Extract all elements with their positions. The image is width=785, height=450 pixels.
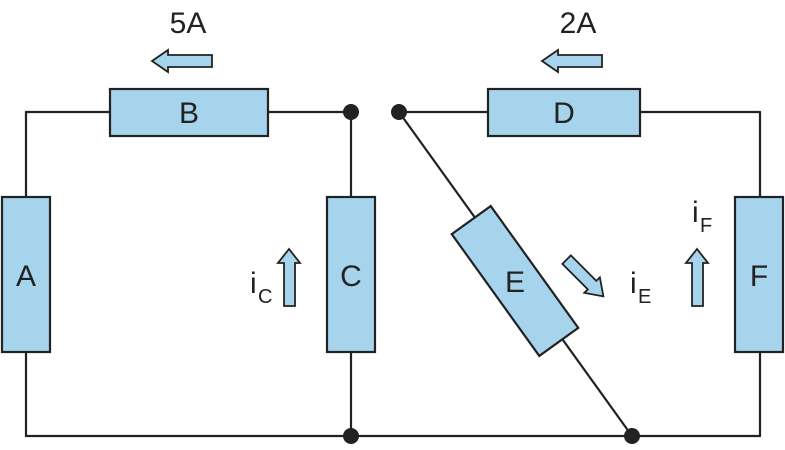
current-b-label: 5A — [170, 7, 207, 40]
current-arrow-f-up-icon — [684, 247, 710, 307]
current-arrow-c-up-icon — [276, 247, 302, 307]
component-c-label: C — [340, 260, 362, 293]
component-c: C — [325, 195, 377, 354]
node-top-left — [343, 104, 359, 120]
component-a-label: A — [16, 260, 36, 293]
component-f: F — [733, 195, 785, 354]
component-b: B — [108, 87, 270, 138]
current-e-symbol: i — [630, 267, 637, 300]
component-a: A — [0, 195, 52, 354]
current-c-subscript: C — [258, 286, 272, 308]
current-arrow-b-left-icon — [150, 48, 213, 74]
current-arrow-d-left-icon — [540, 48, 603, 74]
wires — [24, 110, 762, 438]
component-e — [450, 204, 580, 358]
current-arrow-e-diagonal-icon — [561, 254, 605, 298]
component-b-label: B — [179, 97, 199, 130]
node-bottom-right — [624, 428, 640, 444]
current-f-subscript: F — [700, 215, 712, 237]
current-c-symbol: i — [250, 267, 257, 300]
node-top-right — [391, 104, 407, 120]
current-f-symbol: i — [692, 196, 699, 229]
component-e-label: E — [505, 266, 525, 299]
component-d: D — [486, 87, 642, 138]
current-d-label: 2A — [560, 7, 597, 40]
node-bottom-left — [343, 428, 359, 444]
current-e-subscript: E — [638, 286, 651, 308]
component-d-label: D — [553, 97, 575, 130]
component-f-label: F — [750, 260, 768, 293]
